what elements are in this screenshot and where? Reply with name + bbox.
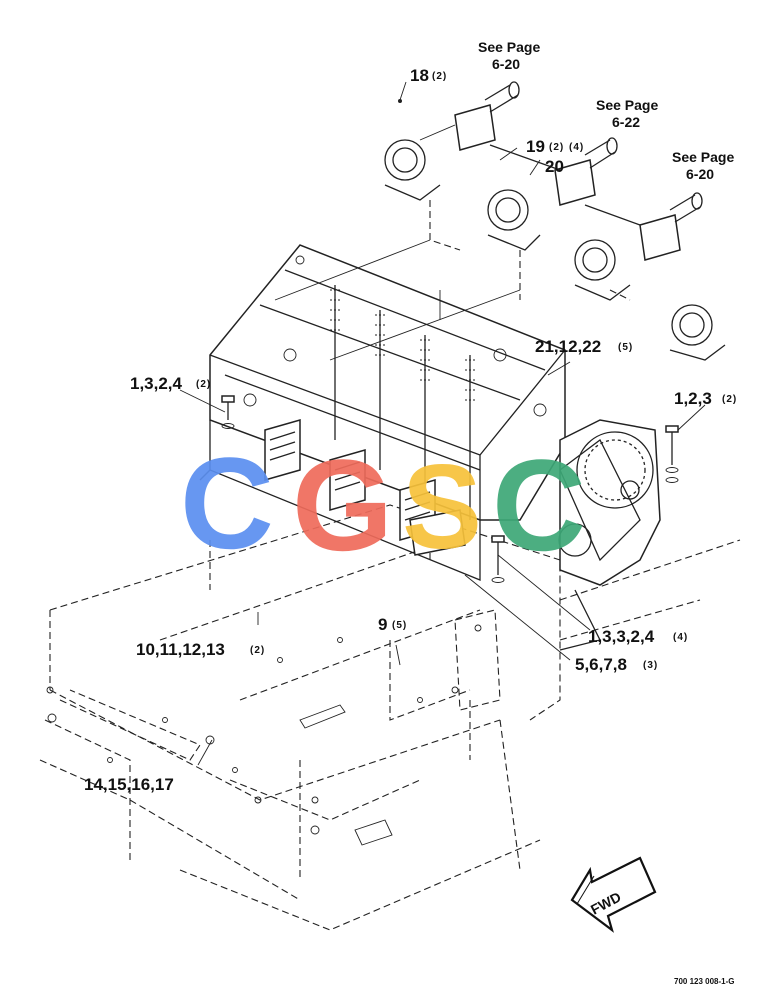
tine-blocks <box>264 419 466 556</box>
watermark-logo: C G S C <box>180 430 586 578</box>
watermark-letter-c2: C <box>492 432 586 578</box>
see-page-c-line2: 6-20 <box>686 166 714 182</box>
callout-21-12-22: 21,12,22 (5) <box>535 337 633 356</box>
spring-rods <box>330 285 475 520</box>
see-page-a-line2: 6-20 <box>492 56 520 72</box>
callout-1324-qty: (2) <box>196 379 211 390</box>
sprocket-assembly <box>558 419 661 651</box>
callout-18-num: 18 <box>410 66 429 85</box>
bolt-right <box>665 425 679 483</box>
drive-module-a <box>384 81 520 201</box>
see-page-b-line2: 6-22 <box>612 114 640 130</box>
see-page-a-line1: See Page <box>478 39 540 55</box>
bolt-left <box>221 395 235 429</box>
see-page-b: See Page 6-22 <box>596 97 658 130</box>
callout-9-qty: (5) <box>392 620 407 631</box>
callout-21-qty: (5) <box>618 342 633 353</box>
callout-123-num: 1,2,3 <box>674 389 712 408</box>
see-page-b-line1: See Page <box>596 97 658 113</box>
drive-module-b <box>487 137 618 251</box>
watermark-letter-c1: C <box>180 430 274 576</box>
support-bracket <box>454 609 501 760</box>
callout-10-num: 10,11,12,13 <box>136 640 225 659</box>
callout-1-2-3-right: 1,2,3 (2) <box>674 389 737 408</box>
callout-18-qty: (2) <box>432 71 447 82</box>
lower-frame <box>39 504 741 931</box>
fwd-arrow: FWD <box>570 856 657 933</box>
callout-21-num: 21,12,22 <box>535 337 601 356</box>
callout-18: 18 (2) <box>410 66 447 85</box>
bolt-center <box>491 535 505 583</box>
drawing-number: 700 123 008-1-G <box>674 977 735 986</box>
callout-14-num: 14,15,16,17 <box>84 775 174 794</box>
callout-14-15-16-17: 14,15,16,17 <box>84 775 174 794</box>
see-page-c: See Page 6-20 <box>672 149 734 182</box>
callout-5678-qty: (3) <box>643 660 658 671</box>
callout-1-3-3-2-4: 1,3,3,2,4 (4) <box>588 627 688 646</box>
callout-1324-num: 1,3,2,4 <box>130 374 183 393</box>
callout-5678-num: 5,6,7,8 <box>575 655 627 674</box>
callout-9-num: 9 <box>378 615 387 634</box>
callout-1-3-2-4-left: 1,3,2,4 (2) <box>130 374 211 393</box>
callout-20-qty: (4) <box>569 142 584 153</box>
callout-123-qty: (2) <box>722 394 737 405</box>
see-page-c-line1: See Page <box>672 149 734 165</box>
callout-5-6-7-8: 5,6,7,8 (3) <box>575 655 658 674</box>
drive-shafts <box>274 144 641 361</box>
callout-13324-qty: (4) <box>673 632 688 643</box>
see-page-a: See Page 6-20 <box>478 39 540 72</box>
callout-20-num: 20 <box>545 157 564 176</box>
leader-lines <box>179 81 706 766</box>
callout-13324-num: 1,3,3,2,4 <box>588 627 655 646</box>
watermark-letter-s: S <box>402 440 482 574</box>
callout-19-num: 19 <box>526 137 545 156</box>
callout-10-qty: (2) <box>250 645 265 656</box>
callout-10-11-12-13: 10,11,12,13 (2) <box>136 640 265 659</box>
callout-9: 9 (5) <box>378 615 407 634</box>
watermark-letter-g: G <box>292 432 393 578</box>
callout-19-qty: (2) <box>549 142 564 153</box>
callout-19: 19 (2) <box>526 137 564 156</box>
drive-module-c <box>574 192 726 361</box>
callout-20: 20 (4) <box>545 142 584 176</box>
